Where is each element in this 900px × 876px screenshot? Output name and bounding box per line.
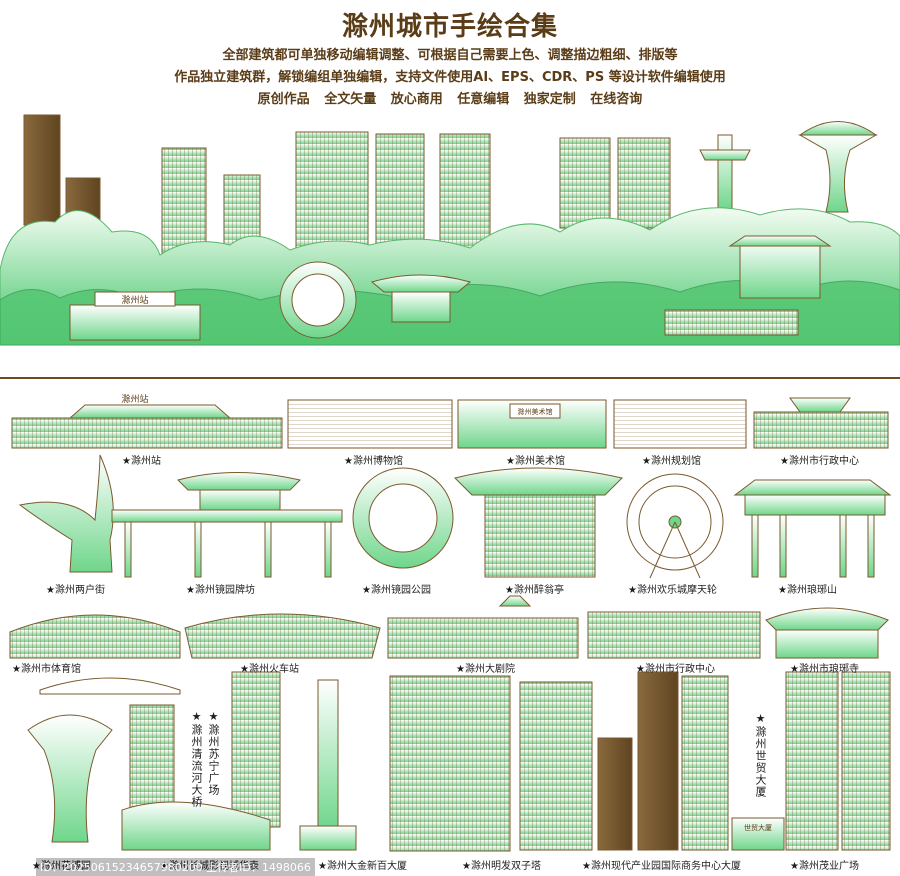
tower-3 <box>295 131 369 253</box>
art-museum-sign: 滁州美术馆 <box>518 407 553 416</box>
caption-zuiweng: ★滁州醉翁亭 <box>505 585 564 596</box>
bld-planning <box>613 399 747 449</box>
bld-grand-theatre <box>387 617 579 659</box>
caption-grand-theatre: ★滁州大剧院 <box>456 664 515 675</box>
bld-bridge <box>39 677 181 695</box>
caption-museum: ★滁州博物馆 <box>344 456 403 467</box>
bld-huabiao <box>317 679 339 831</box>
bld-park-1 <box>637 671 679 851</box>
caption-jingyuan-arch: ★滁州镜园牌坊 <box>186 585 255 596</box>
subtitle-line-2: 作品独立建筑群，解锁编组单独编辑，支持文件使用AI、EPS、CDR、PS 等设计… <box>174 70 726 85</box>
caption-admin: ★滁州市行政中心 <box>780 456 859 467</box>
caption-planning: ★滁州规划馆 <box>642 456 701 467</box>
station-top <box>69 304 201 341</box>
tower-brown-1 <box>23 114 61 226</box>
caption-admin-2: ★滁州市行政中心 <box>636 664 715 675</box>
caption-suning: ★滁州苏宁广场 <box>207 710 220 796</box>
subtitle-line-3: 原创作品 全文矢量 放心商用 任意编辑 独家定制 在线咨询 <box>257 92 643 107</box>
caption-world-trade: ★滁州世贸大厦 <box>754 712 767 798</box>
dome-top <box>798 121 878 136</box>
caption-bridge: ★滁州清流河大桥 <box>190 710 203 808</box>
caption-langya-mountain: ★滁州琅琊山 <box>778 585 837 596</box>
gate-top <box>739 239 821 299</box>
caption-stadium: ★滁州市体育馆 <box>12 664 81 675</box>
caption-huabiao: ★滁州长城影视城华表 <box>160 861 259 872</box>
bld-wing-sculpture <box>18 454 114 573</box>
bld-langya-gate <box>733 479 892 496</box>
bld-admin <box>753 411 889 449</box>
caption-station: ★滁州站 <box>122 456 161 467</box>
bld-park-2 <box>681 675 729 851</box>
caption-jinxinbai: ★滁州大金新百大厦 <box>318 861 407 872</box>
bld-temple <box>765 607 889 631</box>
bld-maoye-2 <box>841 671 891 851</box>
footer-id: ID：20250615234657980200 上传者ID：1498066 <box>36 858 315 876</box>
bld-pavilion <box>454 467 623 496</box>
bld-station-sign: 滁州站 <box>121 393 148 405</box>
bld-world-trade-base <box>731 817 785 851</box>
row-3 <box>9 595 889 659</box>
station-sign: 滁州站 <box>121 294 148 306</box>
caption-ferris-wheel: ★滁州欢乐城摩天轮 <box>628 585 717 596</box>
low-building-top <box>664 309 799 336</box>
pavilion-top <box>370 274 472 293</box>
bld-mingfa-1 <box>519 681 593 851</box>
world-trade-sign: 世贸大厦 <box>744 823 772 832</box>
caption-maoye: ★滁州茂业广场 <box>790 861 859 872</box>
subtitle-line-1: 全部建筑都可单独移动编辑调整、可根据自己需要上色、调整描边粗细、排版等 <box>222 48 678 63</box>
bld-maoye-1 <box>785 671 839 851</box>
skyline: 滁州站 <box>0 114 900 346</box>
caption-train-station: ★滁州火车站 <box>240 664 299 675</box>
bld-admin-2 <box>587 611 761 659</box>
bld-train-station <box>184 613 381 659</box>
row-2 <box>18 454 892 579</box>
caption-mingfa: ★滁州明发双子塔 <box>462 861 541 872</box>
page-title: 滁州城市手绘合集 <box>341 12 558 42</box>
caption-flower-expo: ★滁州花博园 <box>32 861 91 872</box>
bld-jinxinbai <box>389 675 511 852</box>
bld-archway <box>111 509 343 523</box>
bld-suning-2 <box>231 671 281 828</box>
caption-jingyuan-park: ★滁州镜园公园 <box>362 585 431 596</box>
caption-art-museum: ★滁州美术馆 <box>506 456 565 467</box>
bld-station <box>11 417 283 449</box>
bld-ferris-wheel <box>626 473 724 571</box>
bld-museum <box>287 399 453 449</box>
huabiao-top <box>717 134 733 211</box>
tower-6 <box>559 137 611 229</box>
tower-4 <box>375 133 425 253</box>
caption-langya-temple: ★滁州市琅琊寺 <box>790 664 859 675</box>
bld-stadium <box>9 614 181 659</box>
row-4: 世贸大厦 <box>27 671 891 852</box>
caption-lianghu-street: ★滁州两户街 <box>46 585 105 596</box>
bld-mingfa-2 <box>597 737 633 851</box>
bld-flower-expo <box>27 714 113 843</box>
tower-7 <box>617 137 671 229</box>
row-1: 滁州站 滁州美术馆 <box>11 393 889 449</box>
tower-5 <box>439 133 491 253</box>
caption-industrial-park: ★滁州现代产业园国际商务中心大厦 <box>582 861 741 872</box>
